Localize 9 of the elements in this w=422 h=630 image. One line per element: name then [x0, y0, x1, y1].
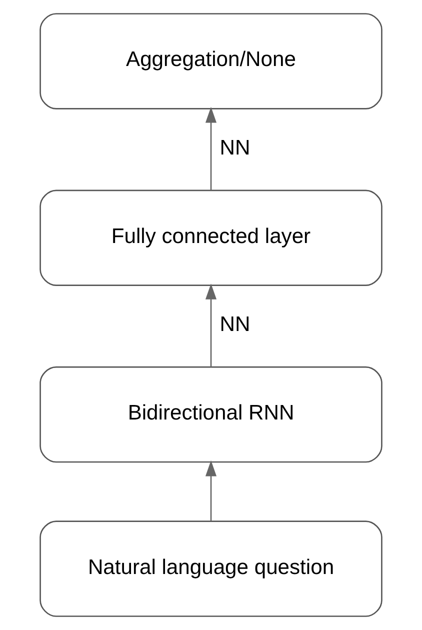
edge-label: NN — [220, 313, 250, 336]
arrow — [205, 284, 217, 368]
node-box: Bidirectional RNN — [40, 366, 382, 463]
node-box: Aggregation/None — [40, 13, 382, 110]
node-box: Natural language question — [40, 520, 382, 617]
arrow — [205, 460, 217, 522]
node-box: Fully connected layer — [40, 190, 382, 286]
edge-label: NN — [220, 136, 250, 160]
arrow — [205, 106, 217, 190]
